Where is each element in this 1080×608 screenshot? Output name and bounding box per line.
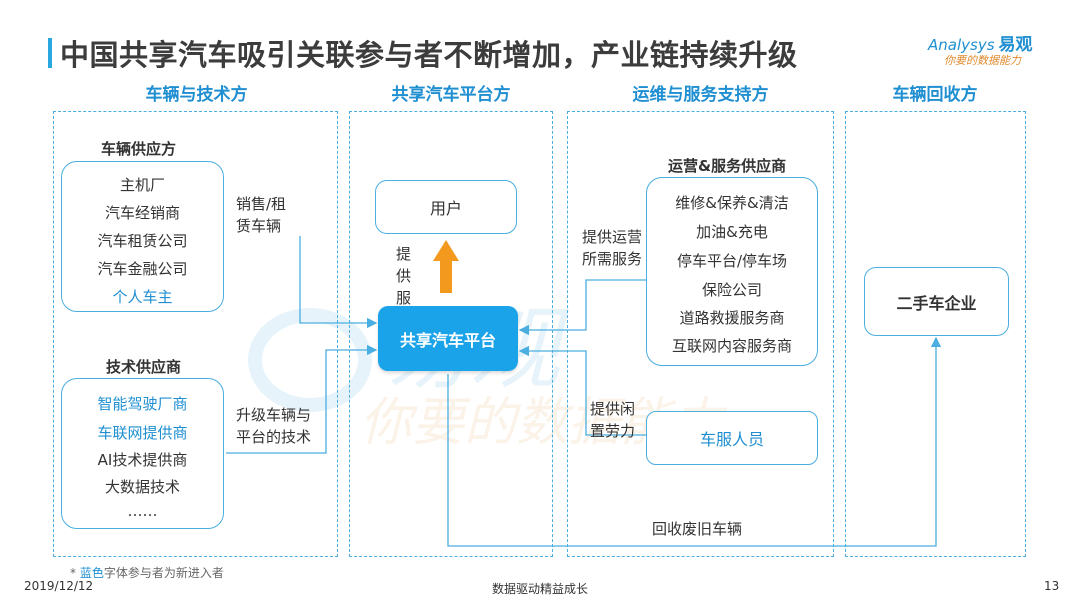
note-blue-word: 蓝色: [79, 566, 104, 580]
ops-suppliers-label: 运营&服务供应商: [668, 157, 787, 175]
list-item: 汽车经销商: [104, 204, 180, 222]
column-recycle: [845, 111, 1026, 557]
list-item: ……: [127, 502, 158, 520]
flow-label-ops-service: 提供运营所需服务: [582, 228, 643, 268]
page-title: 中国共享汽车吸引关联参与者不断增加，产业链持续升级: [60, 38, 798, 72]
list-item: 主机厂: [119, 176, 165, 194]
platform-label: 共享汽车平台: [399, 330, 496, 350]
list-item-new-entrant: 车联网提供商: [97, 424, 188, 442]
logo-slogan: 你要的数据能力: [944, 54, 1021, 67]
list-item: 大数据技术: [104, 478, 180, 496]
note-text: 字体参与者为新进入者: [103, 566, 224, 580]
vehicle-suppliers-label: 车辆供应方: [101, 140, 177, 158]
title-accent-bar: [48, 38, 52, 68]
sharing-platform-box: 共享汽车平台: [378, 306, 518, 371]
list-item: 维修&保养&清洁: [675, 194, 789, 212]
list-item: 汽车金融公司: [97, 260, 188, 278]
flow-label-recycle: 回收废旧车辆: [652, 520, 743, 538]
list-item-new-entrant: 智能驾驶厂商: [97, 395, 188, 413]
logo-en: Analysys: [928, 36, 995, 54]
provide-service-arrow: [433, 240, 459, 293]
footer-date: 2019/12/12: [24, 579, 94, 593]
footer-slogan: 数据驱动精益成长: [492, 582, 589, 596]
list-item: 加油&充电: [696, 223, 768, 241]
column-heading-ops-service: 运维与服务支持方: [632, 85, 769, 105]
flow-label-sales-lease: 销售/租赁车辆: [236, 195, 287, 235]
list-item: AI技术提供商: [97, 451, 188, 469]
user-box: 用户: [375, 180, 517, 234]
column-heading-recycle: 车辆回收方: [892, 85, 978, 105]
flow-label-idle-labor: 提供闲置劳力: [590, 400, 636, 440]
logo-cn: 易观: [998, 35, 1033, 55]
legend-note: * 蓝色字体参与者为新进入者: [70, 564, 224, 581]
note-prefix: *: [70, 566, 80, 580]
column-ops-service: [567, 111, 834, 557]
ops-suppliers-box: 维修&保养&清洁 加油&充电 停车平台/停车场 保险公司 道路救援服务商 互联网…: [646, 177, 818, 366]
column-vehicle-tech: [53, 111, 338, 557]
used-car-label: 二手车企业: [896, 293, 977, 313]
list-item: 汽车租赁公司: [97, 232, 188, 250]
column-heading-platform: 共享汽车平台方: [391, 85, 511, 105]
car-service-staff-label: 车服人员: [699, 430, 764, 449]
car-service-staff-box: 车服人员: [646, 411, 818, 465]
column-heading-vehicle-tech: 车辆与技术方: [145, 85, 248, 105]
tech-suppliers-box: 智能驾驶厂商 车联网提供商 AI技术提供商 大数据技术 ……: [61, 378, 224, 529]
flow-label-upgrade-tech: 升级车辆与平台的技术: [236, 406, 312, 446]
list-item: 保险公司: [701, 281, 762, 299]
list-item-new-entrant: 个人车主: [112, 288, 173, 306]
user-label: 用户: [429, 199, 462, 218]
list-item: 互联网内容服务商: [671, 337, 792, 355]
page-number: 13: [1044, 579, 1060, 593]
used-car-box: 二手车企业: [864, 267, 1009, 336]
column-platform: [349, 111, 553, 557]
list-item: 停车平台/停车场: [676, 252, 788, 270]
vehicle-suppliers-box: 主机厂 汽车经销商 汽车租赁公司 汽车金融公司 个人车主: [61, 161, 224, 312]
tech-suppliers-label: 技术供应商: [106, 358, 182, 376]
list-item: 道路救援服务商: [679, 309, 785, 327]
